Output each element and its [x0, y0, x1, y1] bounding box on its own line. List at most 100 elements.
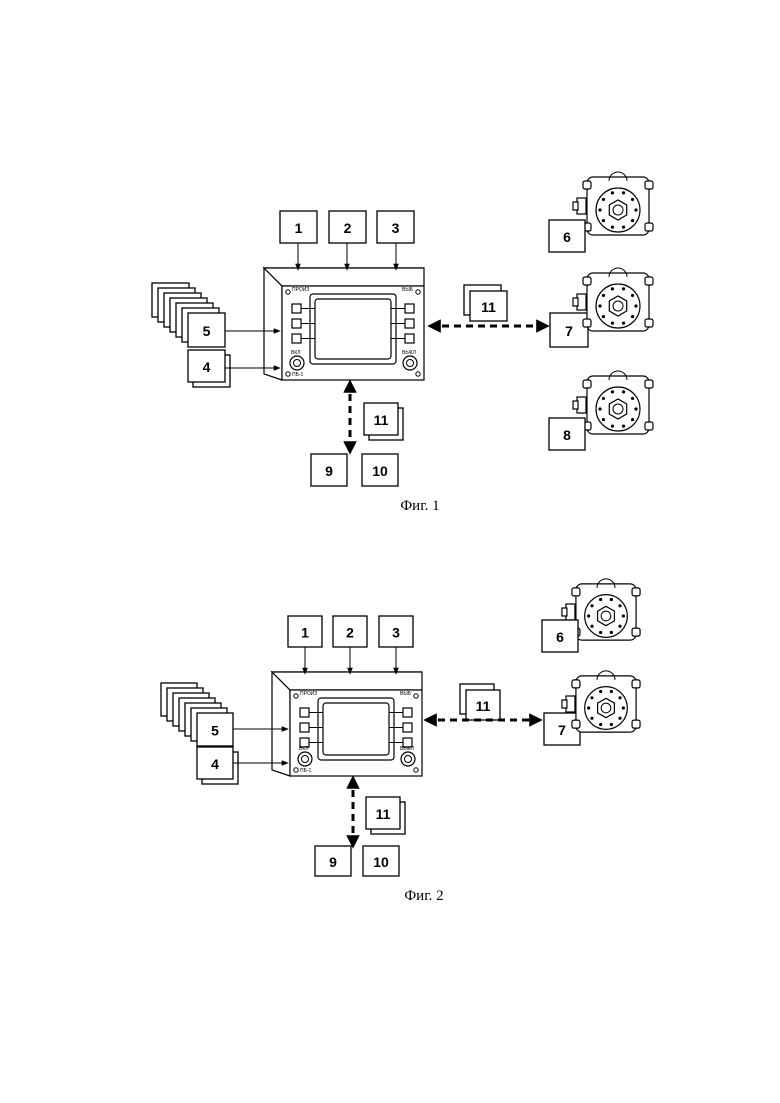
box-7-label: 7 [565, 323, 573, 339]
device-screen [323, 703, 389, 755]
knob-right-icon [403, 356, 417, 370]
device-left-button [292, 304, 301, 313]
stack-5-front-label: 5 [203, 323, 211, 339]
hex-nut-icon [598, 606, 615, 625]
mount-lug [632, 588, 640, 596]
device-right-button [405, 304, 414, 313]
box-6-label: 6 [556, 629, 564, 645]
hex-nut-icon [609, 200, 626, 220]
hex-nut-icon [598, 698, 615, 717]
caption-fig-2: Фиг. 2 [404, 888, 443, 904]
bolt-dot [590, 696, 593, 699]
bolt-dot [611, 322, 614, 325]
bolt-dot [618, 604, 621, 607]
mount-lug [645, 181, 653, 189]
caption-fig-1: Фиг. 1 [400, 498, 439, 514]
connector-plug [573, 401, 578, 409]
control-device: ПРОИЗВЫБВКЛВЫКЛПБ-1 [264, 268, 424, 380]
knob-right-icon [401, 752, 415, 766]
bolt-dot [602, 418, 605, 421]
knob-label-right: ВЫКЛ [402, 350, 416, 356]
actuator-7 [562, 671, 640, 732]
stack-4-front-label: 4 [211, 756, 219, 772]
bolt-dot [618, 625, 621, 628]
mount-lug [645, 223, 653, 231]
bolt-dot [634, 407, 637, 410]
stack-11-bottom: 11 [364, 403, 403, 440]
bolt-dot [631, 198, 634, 201]
device-top-face [264, 268, 424, 286]
box-10-label: 10 [372, 463, 388, 479]
bolt-dot [610, 723, 613, 726]
bolt-dot [599, 690, 602, 693]
bolt-dot [611, 191, 614, 194]
box-9-label: 9 [329, 854, 337, 870]
device-screen [315, 299, 391, 359]
device-left-button [292, 334, 301, 343]
bolt-dot [602, 294, 605, 297]
box-6-label: 6 [563, 229, 571, 245]
bolt-dot [611, 425, 614, 428]
mount-lug [583, 181, 591, 189]
bolt-dot [602, 315, 605, 318]
bolt-dot [622, 425, 625, 428]
bolt-dot [631, 315, 634, 318]
mount-lug [572, 720, 580, 728]
bolt-dot [622, 706, 625, 709]
bolt-dot [631, 418, 634, 421]
bolt-dot [598, 304, 601, 307]
panel-label-right: ВЫБ [402, 287, 414, 293]
bolt-dot [631, 397, 634, 400]
bolt-dot [611, 287, 614, 290]
panel-label-left: ПРОИЗ [292, 287, 309, 293]
bolt-dot [602, 397, 605, 400]
mount-lug [645, 380, 653, 388]
mount-lug [645, 319, 653, 327]
bolt-dot [599, 631, 602, 634]
knob-left-icon [298, 752, 312, 766]
device-top-face [272, 672, 422, 690]
stack-11-bottom-front-label: 11 [374, 412, 389, 428]
mount-lug [583, 277, 591, 285]
bolt-dot [631, 219, 634, 222]
bolt-dot [611, 390, 614, 393]
device-label: ПБ-1 [292, 372, 304, 378]
box-10-label: 10 [373, 854, 389, 870]
device-left-button [300, 708, 309, 717]
control-device: ПРОИЗВЫБВКЛВЫКЛПБ-1 [272, 672, 422, 776]
stack-11-right-front-label: 11 [476, 698, 491, 714]
hex-nut-icon [609, 399, 626, 419]
stack-11-bottom-front-label: 11 [376, 806, 391, 822]
mount-lug [583, 380, 591, 388]
stack-11-right: 11 [464, 285, 507, 321]
bolt-dot [610, 598, 613, 601]
box-8-label: 8 [563, 427, 571, 443]
actuator-7 [573, 268, 653, 331]
bolt-dot [631, 294, 634, 297]
bolt-dot [622, 287, 625, 290]
box-1-label: 1 [301, 625, 309, 641]
stack-11-right: 11 [460, 684, 500, 720]
stack-4: 4 [188, 350, 230, 387]
mount-lug [583, 319, 591, 327]
panel-label-right: ВЫБ [400, 691, 412, 697]
device-right-button [405, 334, 414, 343]
box-2-label: 2 [346, 625, 354, 641]
device-right-button [405, 319, 414, 328]
mount-lug [645, 277, 653, 285]
bolt-dot [598, 208, 601, 211]
bolt-dot [618, 717, 621, 720]
connector-plug [562, 608, 567, 616]
mount-lug [632, 628, 640, 636]
bolt-dot [610, 690, 613, 693]
bolt-dot [622, 390, 625, 393]
bolt-dot [602, 198, 605, 201]
device-label: ПБ-1 [300, 768, 312, 774]
stack-5-front-label: 5 [211, 723, 219, 739]
knob-label-left: ВКЛ [299, 746, 309, 752]
figure-2: 123ПРОИЗВЫБВКЛВЫКЛПБ-154117119106Фиг. 2 [161, 579, 640, 904]
bolt-dot [622, 226, 625, 229]
bolt-dot [618, 696, 621, 699]
box-3-label: 3 [392, 625, 400, 641]
